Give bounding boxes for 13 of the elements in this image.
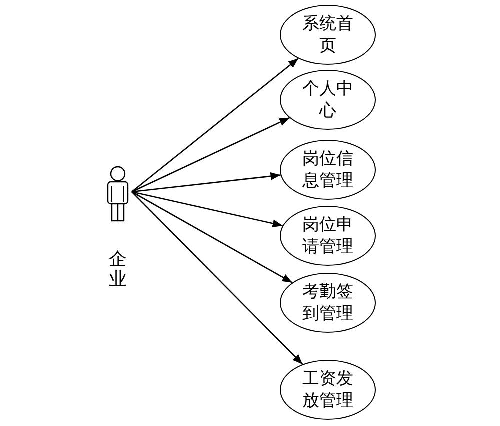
arrow [132,191,293,284]
use-case-name: 考勤签到管理 [302,280,354,326]
arrow [132,58,299,192]
use-case-name: 岗位信息管理 [302,148,354,192]
arrow [132,117,290,193]
actor-label: 企业 [109,250,127,290]
arrow [132,192,304,365]
use-case-name: 岗位申请管理 [302,214,354,258]
arrow [132,172,281,193]
use-case-name: 个人中心 [302,78,354,122]
arrow [132,191,283,228]
use-case-name: 系统首页 [302,12,354,58]
use-case-name: 工资发放管理 [302,368,354,412]
